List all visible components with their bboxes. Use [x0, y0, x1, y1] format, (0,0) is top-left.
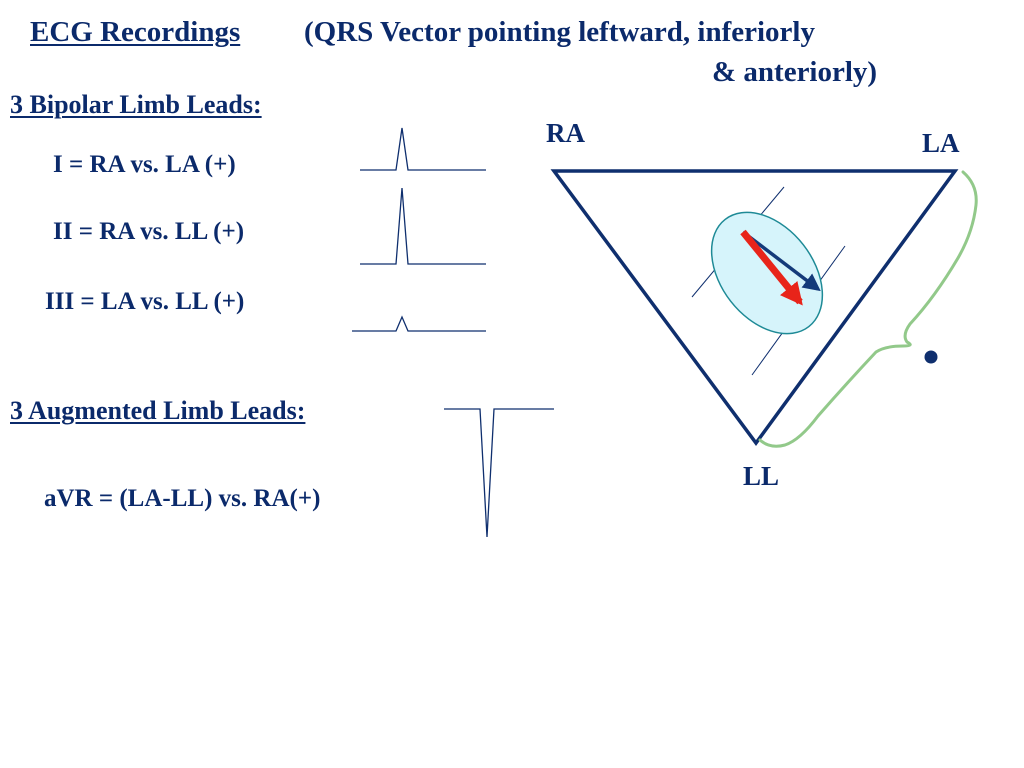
augmented-heading: 3 Augmented Limb Leads: — [10, 396, 306, 425]
lead-iii-waveform — [352, 315, 486, 332]
lead-i-equation: I = RA vs. LA (+) — [53, 151, 236, 178]
bullet-dot — [924, 350, 938, 364]
la-label: LA — [922, 128, 960, 158]
qrs-vector-arrow — [740, 229, 803, 306]
lead-iii-equation: III = LA vs. LL (+) — [45, 288, 245, 315]
ll-label: LL — [743, 461, 780, 491]
einthoven-triangle — [550, 169, 959, 446]
bipolar-heading: 3 Bipolar Limb Leads: — [10, 90, 262, 119]
lead-ii-waveform — [360, 187, 486, 265]
lead-ii-equation: II = RA vs. LL (+) — [53, 218, 245, 245]
curly-brace — [758, 170, 978, 448]
lead-i-waveform — [360, 127, 486, 171]
avr-equation: aVR = (LA-LL) vs. RA(+) — [44, 485, 321, 512]
title-subtitle-line1: (QRS Vector pointing leftward, inferiorl… — [304, 16, 815, 48]
ra-label: RA — [546, 118, 585, 148]
title-heading: ECG Recordings — [30, 16, 241, 48]
avr-waveform — [444, 408, 554, 538]
lead-vector-arrow — [741, 230, 821, 292]
title-subtitle-line2: & anteriorly) — [712, 56, 878, 88]
